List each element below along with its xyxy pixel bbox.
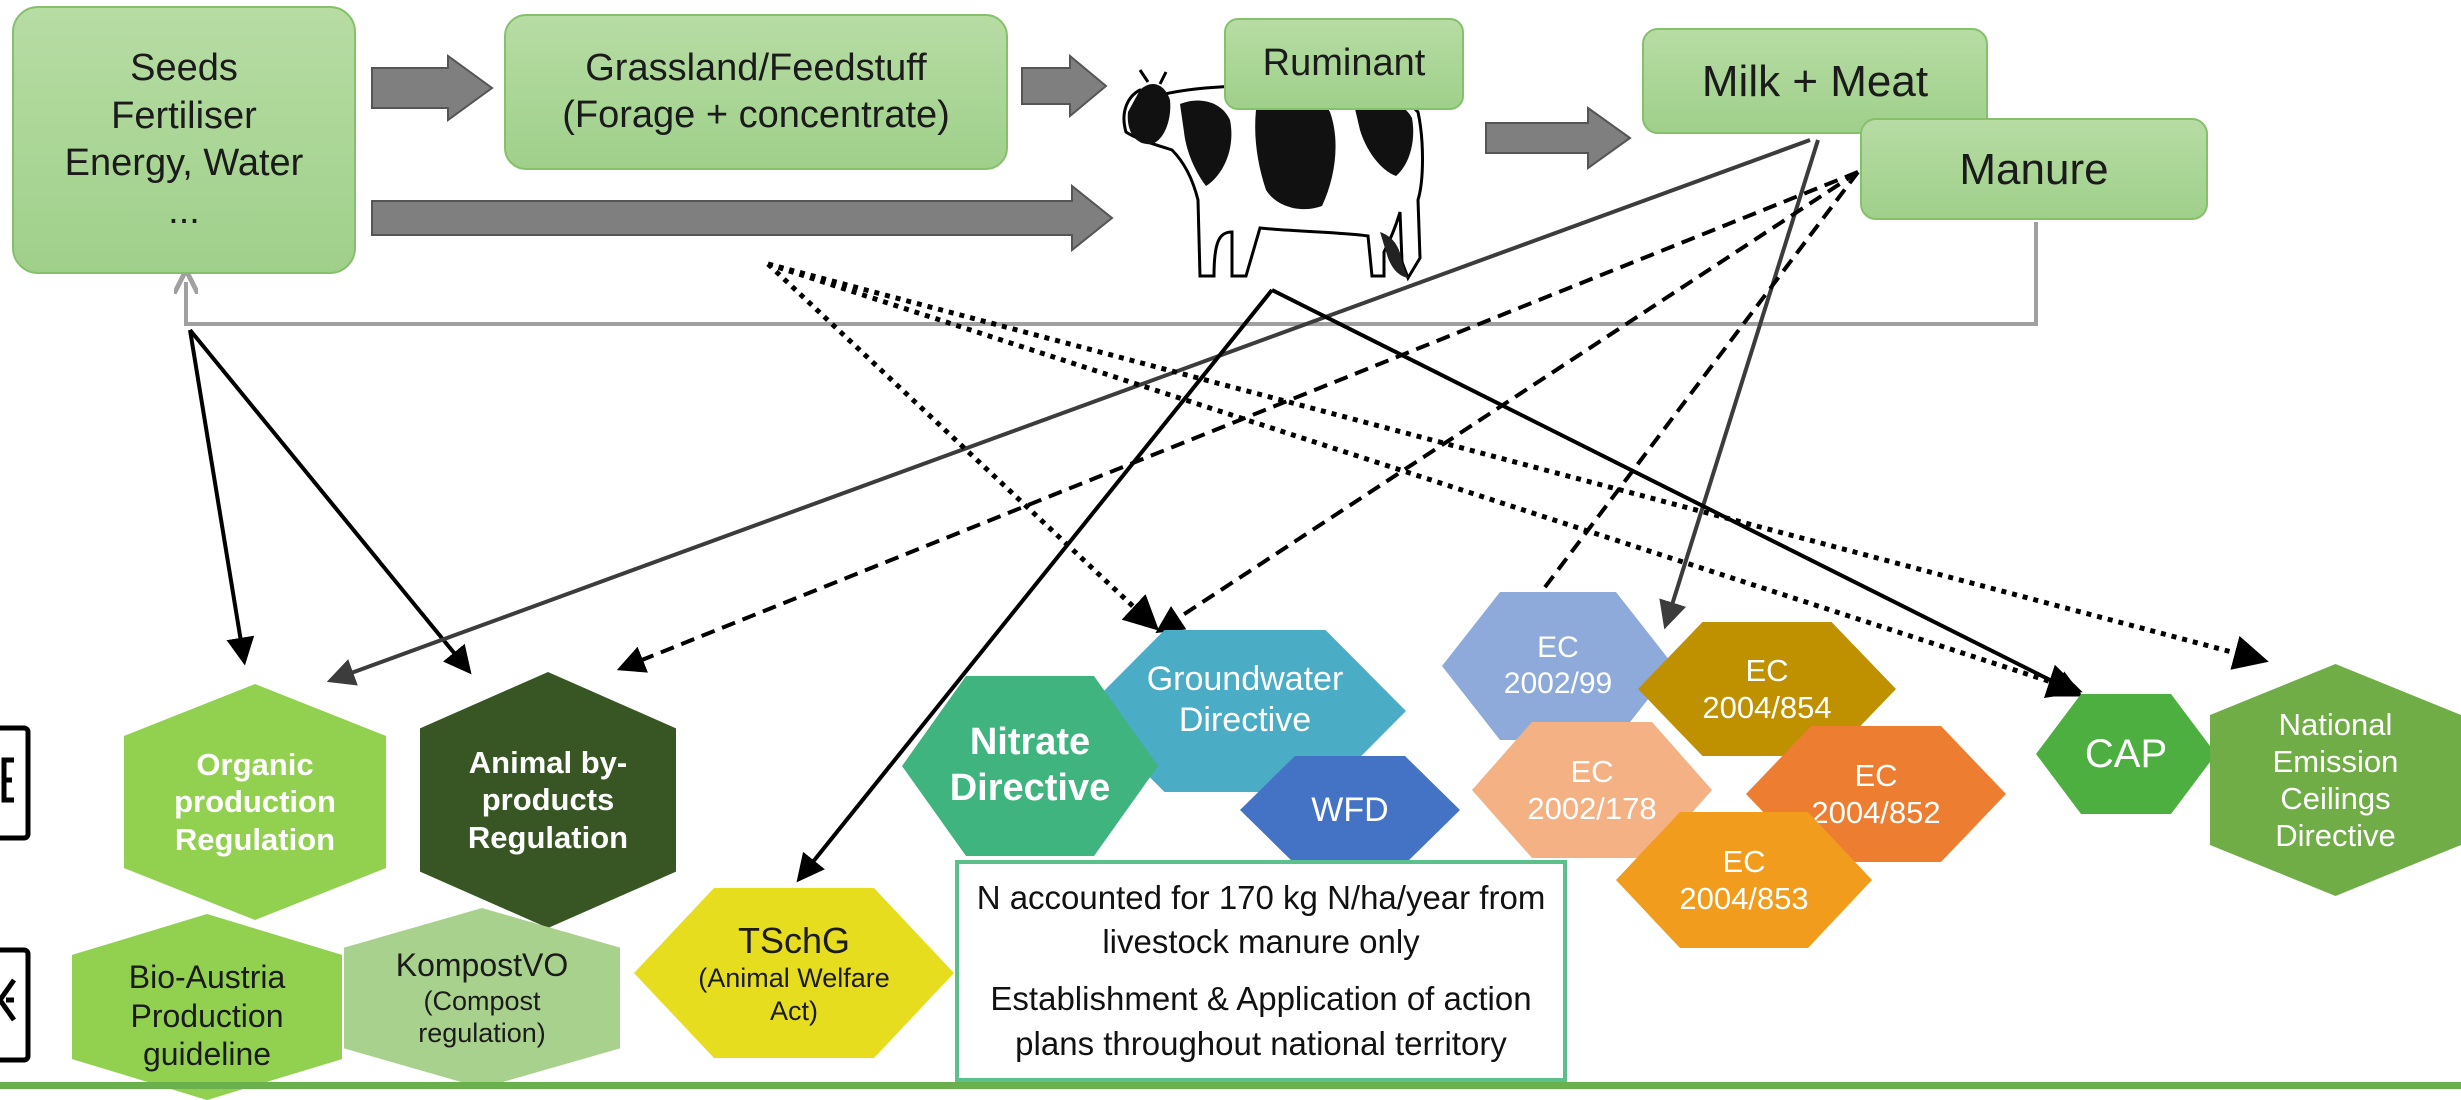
- note-line: Establishment & Application of action pl…: [990, 980, 1532, 1062]
- manure-box: Manure: [1860, 118, 2208, 220]
- block-arrow-grassland-to-ruminant: [1021, 53, 1108, 119]
- side-tag-at: [0, 947, 31, 1063]
- kompostvo-sub: regulation): [418, 1018, 546, 1049]
- cow-icon: [1122, 69, 1424, 282]
- hex-kompostvo: KompostVO (Compost regulation): [344, 908, 620, 1088]
- grassland-line: Grassland/Feedstuff: [585, 46, 927, 89]
- bio-austria-line: Production: [130, 997, 284, 1034]
- arrow-manure-to-groundwater: [1155, 170, 1860, 634]
- note-line: N accounted for 170 kg N/ha/year from li…: [976, 878, 1546, 961]
- manure-return-line: [186, 222, 2038, 326]
- ruminant-label: Ruminant: [1262, 42, 1426, 85]
- arrow-inputs-to-animal-byproducts: [188, 328, 472, 675]
- hex-bio-austria-guideline: Bio-Austria Production guideline: [72, 914, 342, 1100]
- hex-animal-byproducts-regulation: Animal by- products Regulation: [420, 672, 676, 928]
- ec-2004-852-line: EC: [1854, 757, 1898, 793]
- tschg-title: TSchG: [737, 920, 851, 962]
- ec-2004-852-line: 2004/852: [1811, 795, 1941, 830]
- manure-label: Manure: [1959, 144, 2109, 194]
- hex-organic-regulation: Organic production Regulation: [124, 684, 386, 920]
- inputs-box: Seeds Fertiliser Energy, Water ...: [12, 6, 356, 274]
- arrow-milk-to-organic: [326, 138, 1811, 686]
- inputs-line: Fertiliser: [111, 94, 257, 137]
- grassland-line: (Forage + concentrate): [562, 94, 950, 136]
- block-arrow-ruminant-to-products: [1485, 106, 1632, 170]
- arrow-manure-to-ec: [1474, 170, 1860, 681]
- bottom-divider: [0, 1082, 2461, 1089]
- tschg-sub: Act): [769, 995, 818, 1026]
- arrow-dotted-to-nec: [767, 261, 2269, 670]
- arrow-ruminant-to-cap: [1271, 288, 2084, 697]
- bio-austria-line: guideline: [142, 1036, 272, 1073]
- side-tag-eu: [0, 725, 31, 841]
- ec-2002-99-line: EC: [1537, 631, 1579, 664]
- block-arrow-inputs-to-grassland: [371, 54, 494, 122]
- tschg-sub: (Animal Welfare: [698, 963, 890, 994]
- nitrate-note-box: N accounted for 170 kg N/ha/year from li…: [955, 860, 1567, 1082]
- nec-line: Ceilings: [2280, 781, 2391, 816]
- block-arrow-inputs-to-ruminant: [371, 183, 1114, 253]
- wfd-label: WFD: [1311, 790, 1389, 829]
- hex-national-emission-ceilings-directive: National Emission Ceilings Directive: [2210, 664, 2461, 896]
- arrow-ruminant-to-tschg: [796, 288, 1274, 883]
- kompostvo-title: KompostVO: [395, 947, 569, 984]
- grassland-box: Grassland/Feedstuff (Forage + concentrat…: [504, 14, 1008, 170]
- organic-line: Regulation: [174, 821, 336, 857]
- arrow-dotted-to-cap: [767, 261, 2083, 698]
- milk-meat-box: Milk + Meat: [1642, 28, 1988, 134]
- inputs-line: ...: [168, 189, 200, 232]
- organic-line: Organic: [196, 747, 314, 783]
- cap-label: CAP: [2084, 732, 2168, 776]
- ec-2004-853-line: EC: [1722, 843, 1766, 879]
- kompostvo-sub: (Compost: [423, 985, 541, 1016]
- nitrate-line: Directive: [949, 767, 1111, 809]
- ec-2004-854-line: 2004/854: [1702, 690, 1832, 725]
- arrow-inputs-to-organic: [188, 329, 255, 666]
- nitrate-line: Nitrate: [969, 721, 1091, 764]
- ec-2002-178-line: EC: [1570, 753, 1614, 789]
- ec-2004-854-line: EC: [1745, 652, 1789, 688]
- milk-meat-label: Milk + Meat: [1701, 56, 1929, 106]
- ec-2002-178-line: 2002/178: [1527, 791, 1657, 826]
- animal-byproducts-line: Regulation: [467, 819, 629, 855]
- organic-line: production: [174, 784, 336, 820]
- groundwater-line: Directive: [1178, 701, 1312, 739]
- arrow-milk-to-ec: [1659, 139, 1820, 630]
- ec-2002-99-line: 2002/99: [1503, 667, 1613, 700]
- animal-byproducts-line: products: [481, 782, 615, 818]
- ruminant-box: Ruminant: [1224, 18, 1464, 110]
- animal-byproducts-line: Animal by-: [468, 745, 628, 781]
- hex-cap: CAP: [2036, 694, 2216, 814]
- nec-line: Emission: [2272, 743, 2399, 779]
- ec-2004-853-line: 2004/853: [1679, 881, 1809, 916]
- nec-line: National: [2278, 706, 2393, 742]
- groundwater-line: Groundwater: [1146, 660, 1344, 699]
- bio-austria-line: Bio-Austria: [128, 959, 286, 996]
- arrow-dotted-to-groundwater: [766, 262, 1160, 631]
- inputs-line: Energy, Water: [64, 142, 304, 184]
- nec-line: Directive: [2275, 818, 2396, 854]
- inputs-line: Seeds: [130, 47, 238, 89]
